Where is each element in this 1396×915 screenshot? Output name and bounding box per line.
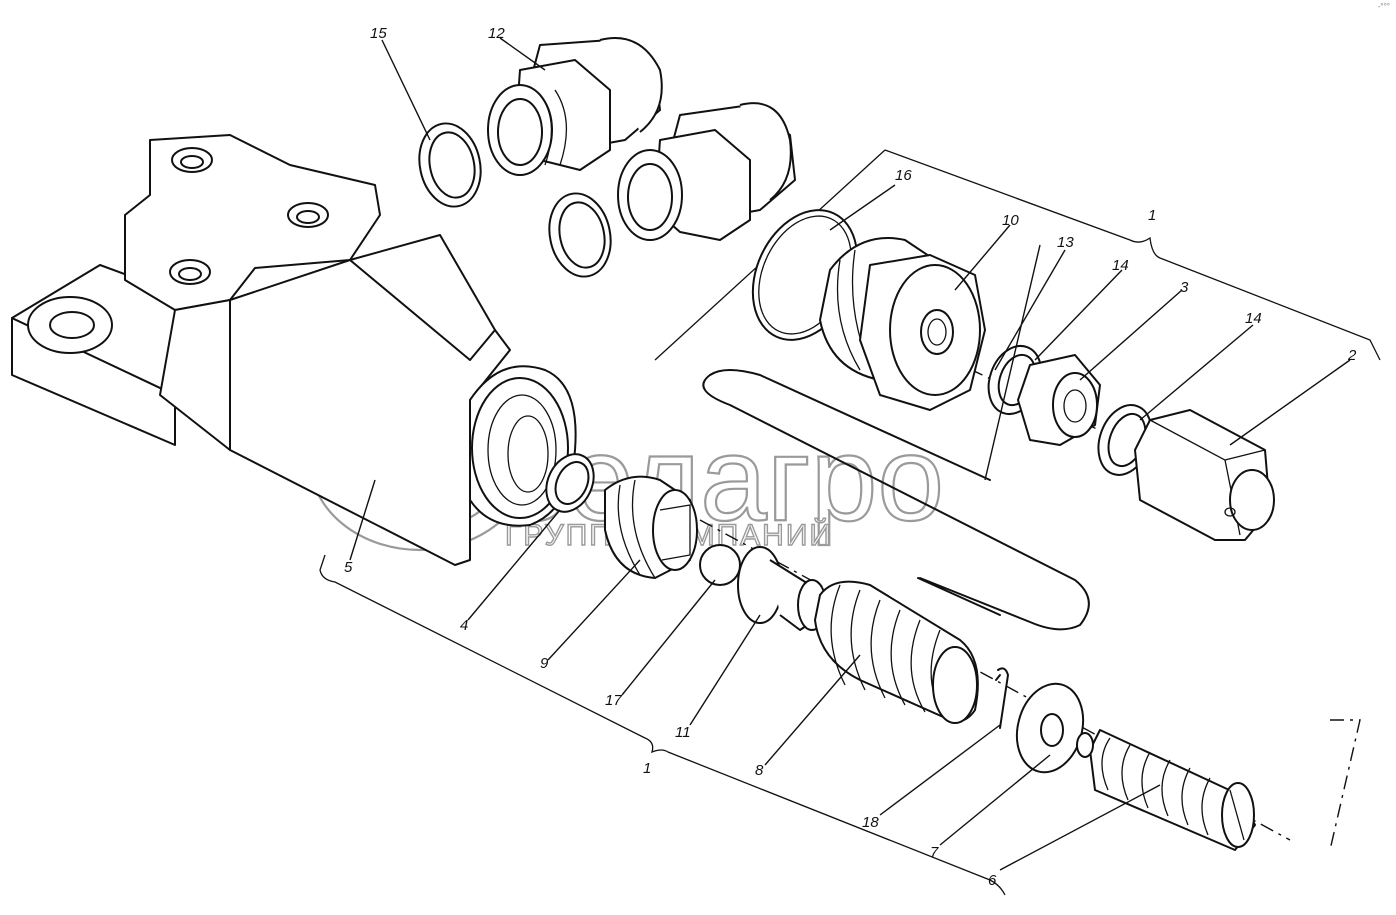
valve-seat-part-9: [604, 475, 698, 579]
cap-nut-part-2: [1134, 409, 1275, 541]
valve-body-part-5: [11, 134, 577, 566]
callout-15: 15: [370, 25, 387, 42]
o-ring-part-4: [545, 453, 595, 513]
seal-ring-part-15: [418, 122, 482, 208]
ball-part-17: [699, 544, 741, 586]
seal-ring-lower: [548, 192, 612, 278]
axis-line-right: [1329, 719, 1361, 851]
sealing-wire-part-13: [702, 369, 1090, 631]
callout-12: 12: [488, 25, 505, 42]
callout-10: 10: [1002, 212, 1019, 229]
callout-9: 9: [540, 655, 549, 672]
callout-18: 18: [862, 814, 879, 831]
union-fitting-part-12-b: [617, 102, 796, 241]
spring-seat-part-11: [737, 546, 827, 631]
cotter-pin-part-18: [995, 667, 1009, 729]
callout-2: 2: [1347, 347, 1357, 364]
callout-7: 7: [930, 844, 939, 861]
adjusting-screw-part-6: [1076, 729, 1256, 851]
leader-lines: [349, 37, 1351, 871]
callout-1-upper: 1: [1148, 207, 1156, 224]
callout-1-lower: 1: [643, 760, 651, 777]
spring-part-8: [814, 580, 979, 724]
callout-6: 6: [988, 872, 997, 889]
callout-16: 16: [895, 167, 912, 184]
callout-4: 4: [460, 617, 468, 634]
assembly-bracket-lower: [319, 554, 1006, 896]
callout-13: 13: [1057, 234, 1074, 251]
plug-nut-part-10: [819, 237, 986, 411]
callout-8: 8: [755, 762, 764, 779]
callout-11: 11: [675, 724, 691, 741]
callout-17: 17: [605, 692, 622, 709]
washer-part-7: [1015, 682, 1085, 774]
callout-3: 3: [1180, 279, 1189, 296]
callout-labels: 1 1 2 3 4 5 6 7 8 9 10 11 12 13 14 14 15…: [344, 25, 1357, 889]
lock-nut-part-3: [1017, 354, 1101, 446]
union-fitting-part-12-a: [487, 37, 663, 176]
corner-mark: -°°°: [1377, 2, 1390, 11]
callout-14-b: 14: [1245, 310, 1262, 327]
callout-14-a: 14: [1112, 257, 1129, 274]
callout-5: 5: [344, 559, 353, 576]
